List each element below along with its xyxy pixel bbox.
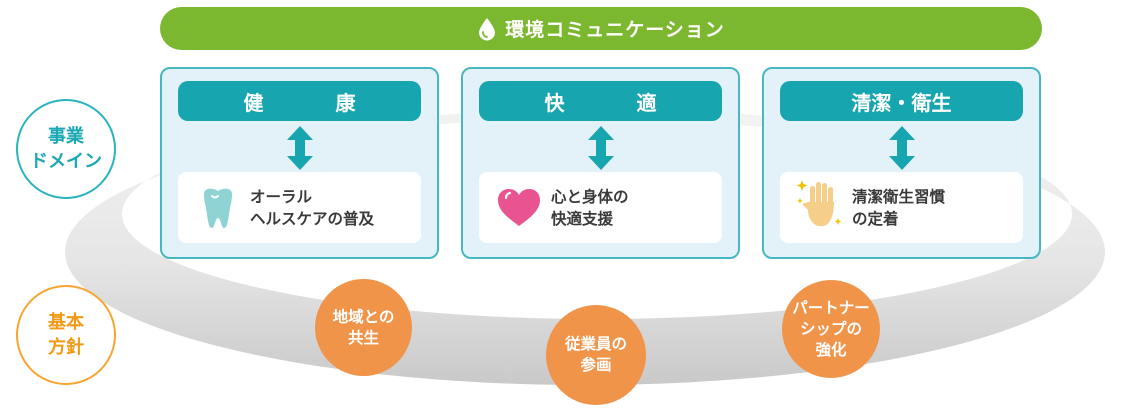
domain-card-text-line: オーラル [250,187,313,206]
business-domain-label: 事業 ドメイン [16,99,116,199]
domain-card-text-line: の定着 [852,209,899,228]
double-arrow-icon [286,126,314,170]
policy-text-line: 共生 [347,328,379,347]
domain-panel-health: 健 康 オーラル ヘルスケアの普及 [160,67,439,259]
policy-text-line: 従業員の [564,335,627,353]
domain-card-text-line: 心と身体の [551,187,629,206]
policy-circle-partnership: パートナー シップの 強化 [782,280,880,378]
basic-policy-label: 基本 方針 [16,285,116,385]
business-domain-line: 事業 [48,126,84,147]
basic-policy-line: 基本 [48,312,84,333]
domain-card-text-line: 清潔衛生習慣 [852,187,946,206]
domain-card-hygiene: 清潔衛生習慣 の定着 [780,172,1023,243]
clean-hand-icon [796,179,844,232]
domain-title-comfort: 快 適 [479,81,722,121]
domain-card-health: オーラル ヘルスケアの普及 [178,172,421,243]
tooth-icon [194,184,242,232]
domain-panel-comfort: 快 適 心と身体の 快適支援 [461,67,740,259]
domain-card-text-line: ヘルスケアの普及 [250,209,375,228]
policy-text-line: パートナー [792,298,870,317]
domain-title-hygiene: 清潔・衛生 [780,81,1023,121]
double-arrow-icon [587,126,615,170]
policy-text-line: 地域との [332,307,395,326]
policy-circle-community: 地域との 共生 [315,279,412,376]
policy-circle-employee: 従業員の 参画 [546,305,646,405]
domain-card-comfort: 心と身体の 快適支援 [479,172,722,243]
domain-card-text-line: 快適支援 [551,209,614,228]
water-drop-icon [477,17,497,41]
policy-text-line: 参画 [580,356,612,374]
double-arrow-icon [888,126,916,170]
domain-panel-hygiene: 清潔・衛生 清潔衛生習慣 の定着 [762,67,1041,259]
policy-text-line: シップの [799,319,862,338]
business-domain-line: ドメイン [30,151,102,172]
top-bar-title: 環境コミュニケーション [505,19,725,41]
policy-text-line: 強化 [815,340,847,359]
environment-communication-bar: 環境コミュニケーション [160,7,1042,50]
heart-icon [495,184,543,232]
domain-title-health: 健 康 [178,81,421,121]
basic-policy-line: 方針 [48,337,84,358]
